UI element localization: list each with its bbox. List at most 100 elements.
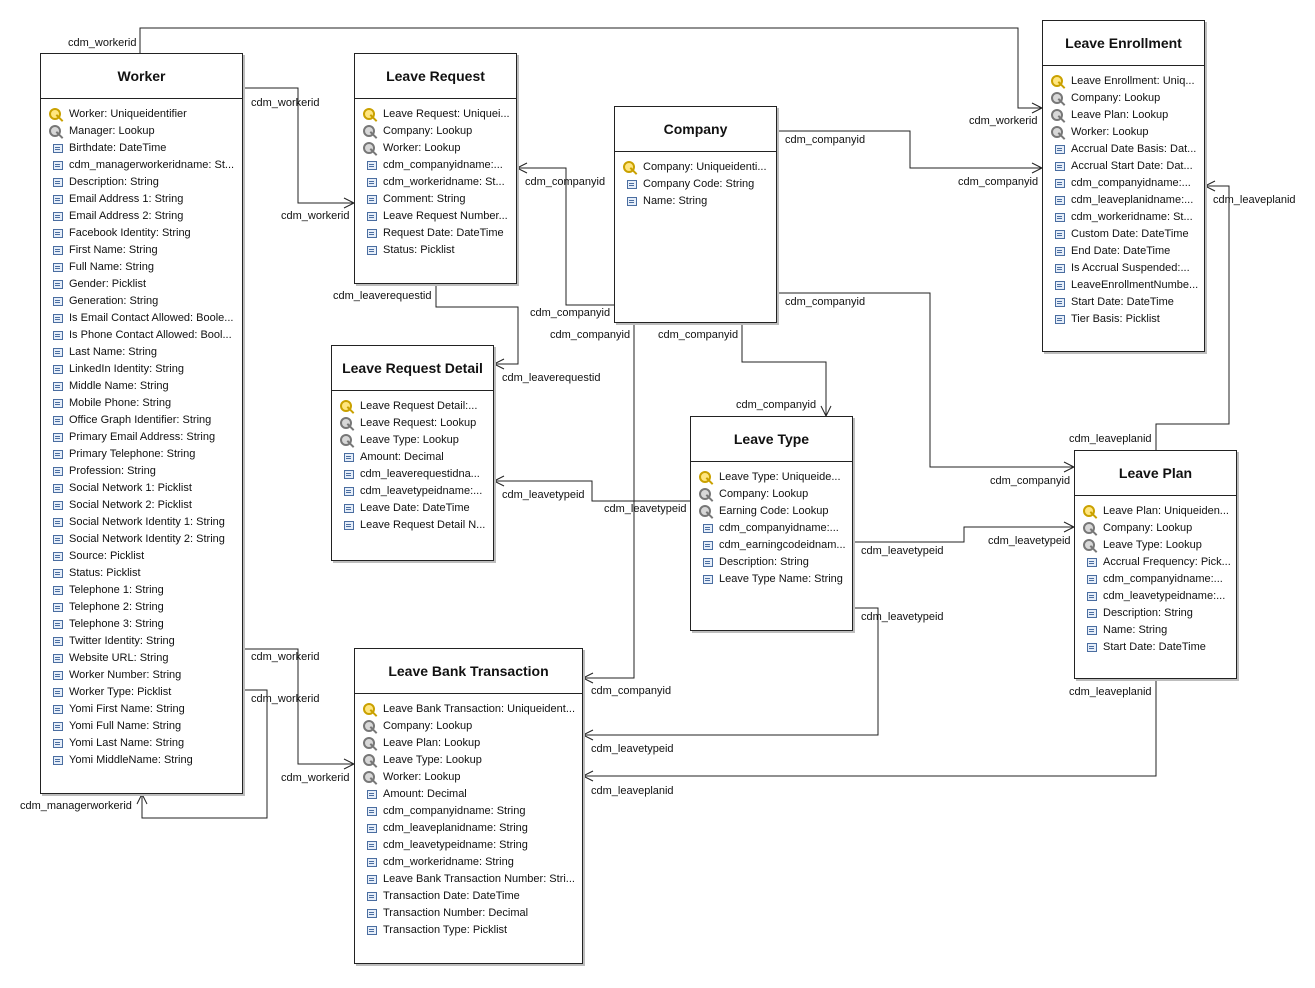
field-row[interactable]: Leave Plan: Uniqueiden... — [1075, 503, 1236, 520]
field-row[interactable]: Worker: Lookup — [1043, 124, 1204, 141]
field-row[interactable]: Gender: Picklist — [41, 276, 242, 293]
entity-leave-plan[interactable]: Leave Plan Leave Plan: Uniqueiden...Comp… — [1074, 450, 1237, 679]
field-row[interactable]: Generation: String — [41, 293, 242, 310]
field-row[interactable]: cdm_leaveplanidname:... — [1043, 192, 1204, 209]
field-row[interactable]: Status: Picklist — [41, 565, 242, 582]
field-row[interactable]: Request Date: DateTime — [355, 225, 516, 242]
field-row[interactable]: Leave Enrollment: Uniq... — [1043, 73, 1204, 90]
field-row[interactable]: cdm_workeridname: String — [355, 854, 582, 871]
field-row[interactable]: Company: Lookup — [691, 486, 852, 503]
field-row[interactable]: cdm_companyidname: String — [355, 803, 582, 820]
entity-leave-request[interactable]: Leave Request Leave Request: Uniquei...C… — [354, 53, 517, 284]
field-row[interactable]: Transaction Number: Decimal — [355, 905, 582, 922]
field-row[interactable]: cdm_workeridname: St... — [1043, 209, 1204, 226]
field-row[interactable]: cdm_managerworkeridname: St... — [41, 157, 242, 174]
field-row[interactable]: Yomi MiddleName: String — [41, 752, 242, 769]
field-row[interactable]: cdm_companyidname:... — [1075, 571, 1236, 588]
field-row[interactable]: Full Name: String — [41, 259, 242, 276]
entity-leave-bank-transaction[interactable]: Leave Bank Transaction Leave Bank Transa… — [354, 648, 583, 964]
field-row[interactable]: Social Network 1: Picklist — [41, 480, 242, 497]
field-row[interactable]: Accrual Date Basis: Dat... — [1043, 141, 1204, 158]
field-row[interactable]: Worker: Lookup — [355, 140, 516, 157]
field-row[interactable]: cdm_earningcodeidnam... — [691, 537, 852, 554]
field-row[interactable]: Company: Uniqueidenti... — [615, 159, 776, 176]
field-row[interactable]: First Name: String — [41, 242, 242, 259]
field-row[interactable]: End Date: DateTime — [1043, 243, 1204, 260]
field-row[interactable]: Profession: String — [41, 463, 242, 480]
field-row[interactable]: Is Phone Contact Allowed: Bool... — [41, 327, 242, 344]
field-row[interactable]: cdm_leavetypeidname: String — [355, 837, 582, 854]
entity-leave-request-detail[interactable]: Leave Request Detail Leave Request Detai… — [331, 345, 494, 561]
field-row[interactable]: Leave Request Number... — [355, 208, 516, 225]
field-row[interactable]: Leave Type: Uniqueide... — [691, 469, 852, 486]
field-row[interactable]: Status: Picklist — [355, 242, 516, 259]
field-row[interactable]: Leave Request Detail:... — [332, 398, 493, 415]
entity-company[interactable]: Company Company: Uniqueidenti...Company … — [614, 106, 777, 323]
field-row[interactable]: Leave Date: DateTime — [332, 500, 493, 517]
field-row[interactable]: Last Name: String — [41, 344, 242, 361]
field-row[interactable]: Facebook Identity: String — [41, 225, 242, 242]
field-row[interactable]: Earning Code: Lookup — [691, 503, 852, 520]
field-row[interactable]: Leave Request: Uniquei... — [355, 106, 516, 123]
field-row[interactable]: Company Code: String — [615, 176, 776, 193]
entity-leave-type[interactable]: Leave Type Leave Type: Uniqueide...Compa… — [690, 416, 853, 631]
field-row[interactable]: Is Accrual Suspended:... — [1043, 260, 1204, 277]
field-row[interactable]: Leave Type: Lookup — [332, 432, 493, 449]
entity-leave-enrollment[interactable]: Leave Enrollment Leave Enrollment: Uniq.… — [1042, 20, 1205, 352]
field-row[interactable]: Worker: Uniqueidentifier — [41, 106, 242, 123]
field-row[interactable]: LeaveEnrollmentNumbe... — [1043, 277, 1204, 294]
field-row[interactable]: Company: Lookup — [1043, 90, 1204, 107]
field-row[interactable]: Telephone 3: String — [41, 616, 242, 633]
field-row[interactable]: Leave Type: Lookup — [1075, 537, 1236, 554]
field-row[interactable]: Company: Lookup — [355, 718, 582, 735]
field-row[interactable]: Leave Bank Transaction Number: Stri... — [355, 871, 582, 888]
field-row[interactable]: Email Address 1: String — [41, 191, 242, 208]
field-row[interactable]: Office Graph Identifier: String — [41, 412, 242, 429]
field-row[interactable]: cdm_leaverequestidna... — [332, 466, 493, 483]
field-row[interactable]: cdm_workeridname: St... — [355, 174, 516, 191]
field-row[interactable]: Social Network Identity 1: String — [41, 514, 242, 531]
field-row[interactable]: Description: String — [41, 174, 242, 191]
field-row[interactable]: Social Network 2: Picklist — [41, 497, 242, 514]
field-row[interactable]: cdm_leaveplanidname: String — [355, 820, 582, 837]
field-row[interactable]: Name: String — [1075, 622, 1236, 639]
field-row[interactable]: Transaction Type: Picklist — [355, 922, 582, 939]
field-row[interactable]: LinkedIn Identity: String — [41, 361, 242, 378]
field-row[interactable]: Leave Request: Lookup — [332, 415, 493, 432]
field-row[interactable]: Middle Name: String — [41, 378, 242, 395]
field-row[interactable]: Birthdate: DateTime — [41, 140, 242, 157]
field-row[interactable]: Primary Email Address: String — [41, 429, 242, 446]
field-row[interactable]: Email Address 2: String — [41, 208, 242, 225]
field-row[interactable]: Transaction Date: DateTime — [355, 888, 582, 905]
field-row[interactable]: cdm_leavetypeidname:... — [332, 483, 493, 500]
field-row[interactable]: Start Date: DateTime — [1043, 294, 1204, 311]
field-row[interactable]: Tier Basis: Picklist — [1043, 311, 1204, 328]
field-row[interactable]: Amount: Decimal — [332, 449, 493, 466]
field-row[interactable]: Social Network Identity 2: String — [41, 531, 242, 548]
field-row[interactable]: Leave Type Name: String — [691, 571, 852, 588]
field-row[interactable]: Description: String — [691, 554, 852, 571]
field-row[interactable]: Manager: Lookup — [41, 123, 242, 140]
field-row[interactable]: Amount: Decimal — [355, 786, 582, 803]
field-row[interactable]: Leave Bank Transaction: Uniqueident... — [355, 701, 582, 718]
field-row[interactable]: Company: Lookup — [355, 123, 516, 140]
field-row[interactable]: cdm_companyidname:... — [1043, 175, 1204, 192]
field-row[interactable]: cdm_leavetypeidname:... — [1075, 588, 1236, 605]
field-row[interactable]: Is Email Contact Allowed: Boole... — [41, 310, 242, 327]
field-row[interactable]: cdm_companyidname:... — [355, 157, 516, 174]
field-row[interactable]: Accrual Frequency: Pick... — [1075, 554, 1236, 571]
field-row[interactable]: cdm_companyidname:... — [691, 520, 852, 537]
field-row[interactable]: Primary Telephone: String — [41, 446, 242, 463]
field-row[interactable]: Leave Plan: Lookup — [1043, 107, 1204, 124]
field-row[interactable]: Leave Type: Lookup — [355, 752, 582, 769]
field-row[interactable]: Comment: String — [355, 191, 516, 208]
field-row[interactable]: Leave Request Detail N... — [332, 517, 493, 534]
field-row[interactable]: Worker: Lookup — [355, 769, 582, 786]
field-row[interactable]: Yomi Full Name: String — [41, 718, 242, 735]
field-row[interactable]: Worker Type: Picklist — [41, 684, 242, 701]
field-row[interactable]: Telephone 2: String — [41, 599, 242, 616]
field-row[interactable]: Start Date: DateTime — [1075, 639, 1236, 656]
field-row[interactable]: Accrual Start Date: Dat... — [1043, 158, 1204, 175]
field-row[interactable]: Telephone 1: String — [41, 582, 242, 599]
